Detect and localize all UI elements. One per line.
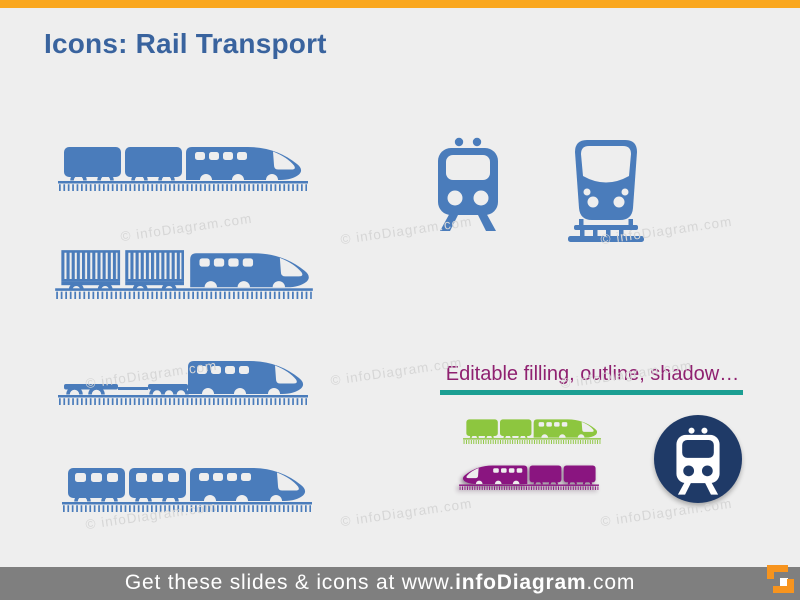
logo-bracket-top [767,565,788,579]
watermark: © infoDiagram.com [339,495,474,530]
watermark: © infoDiagram.com [119,210,254,245]
tram-circle-badge-icon [654,415,742,503]
watermark: © infoDiagram.com [339,213,474,248]
infodiagram-logo-icon [756,561,794,597]
tram-front-white-icon [676,427,720,495]
logo-square [780,578,788,586]
train-front-icon [567,136,645,242]
caption-underline [440,390,743,395]
slide-title: Icons: Rail Transport [44,28,327,59]
container-freight-train-icon [55,249,313,299]
flatbed-train-icon [58,361,308,405]
watermark: © infoDiagram.com [599,495,734,530]
footer-text: Get these slides & icons at www.infoDiag… [0,567,760,600]
footer-bar: Get these slides & icons at www.infoDiag… [0,567,800,600]
editable-caption: Editable filling, outline, shadow… [445,363,740,385]
boxcar-train-green-icon [463,418,601,444]
accent-top-bar [0,0,800,8]
footer-brand-link[interactable]: infoDiagram [455,571,587,594]
boxcar-train-purple-shadow-icon [459,464,599,490]
footer-suffix: .com [586,571,636,594]
boxcar-train-icon [58,145,308,191]
logo-bracket-bottom [773,579,794,593]
footer-prefix: Get these slides & icons at www. [124,571,456,594]
